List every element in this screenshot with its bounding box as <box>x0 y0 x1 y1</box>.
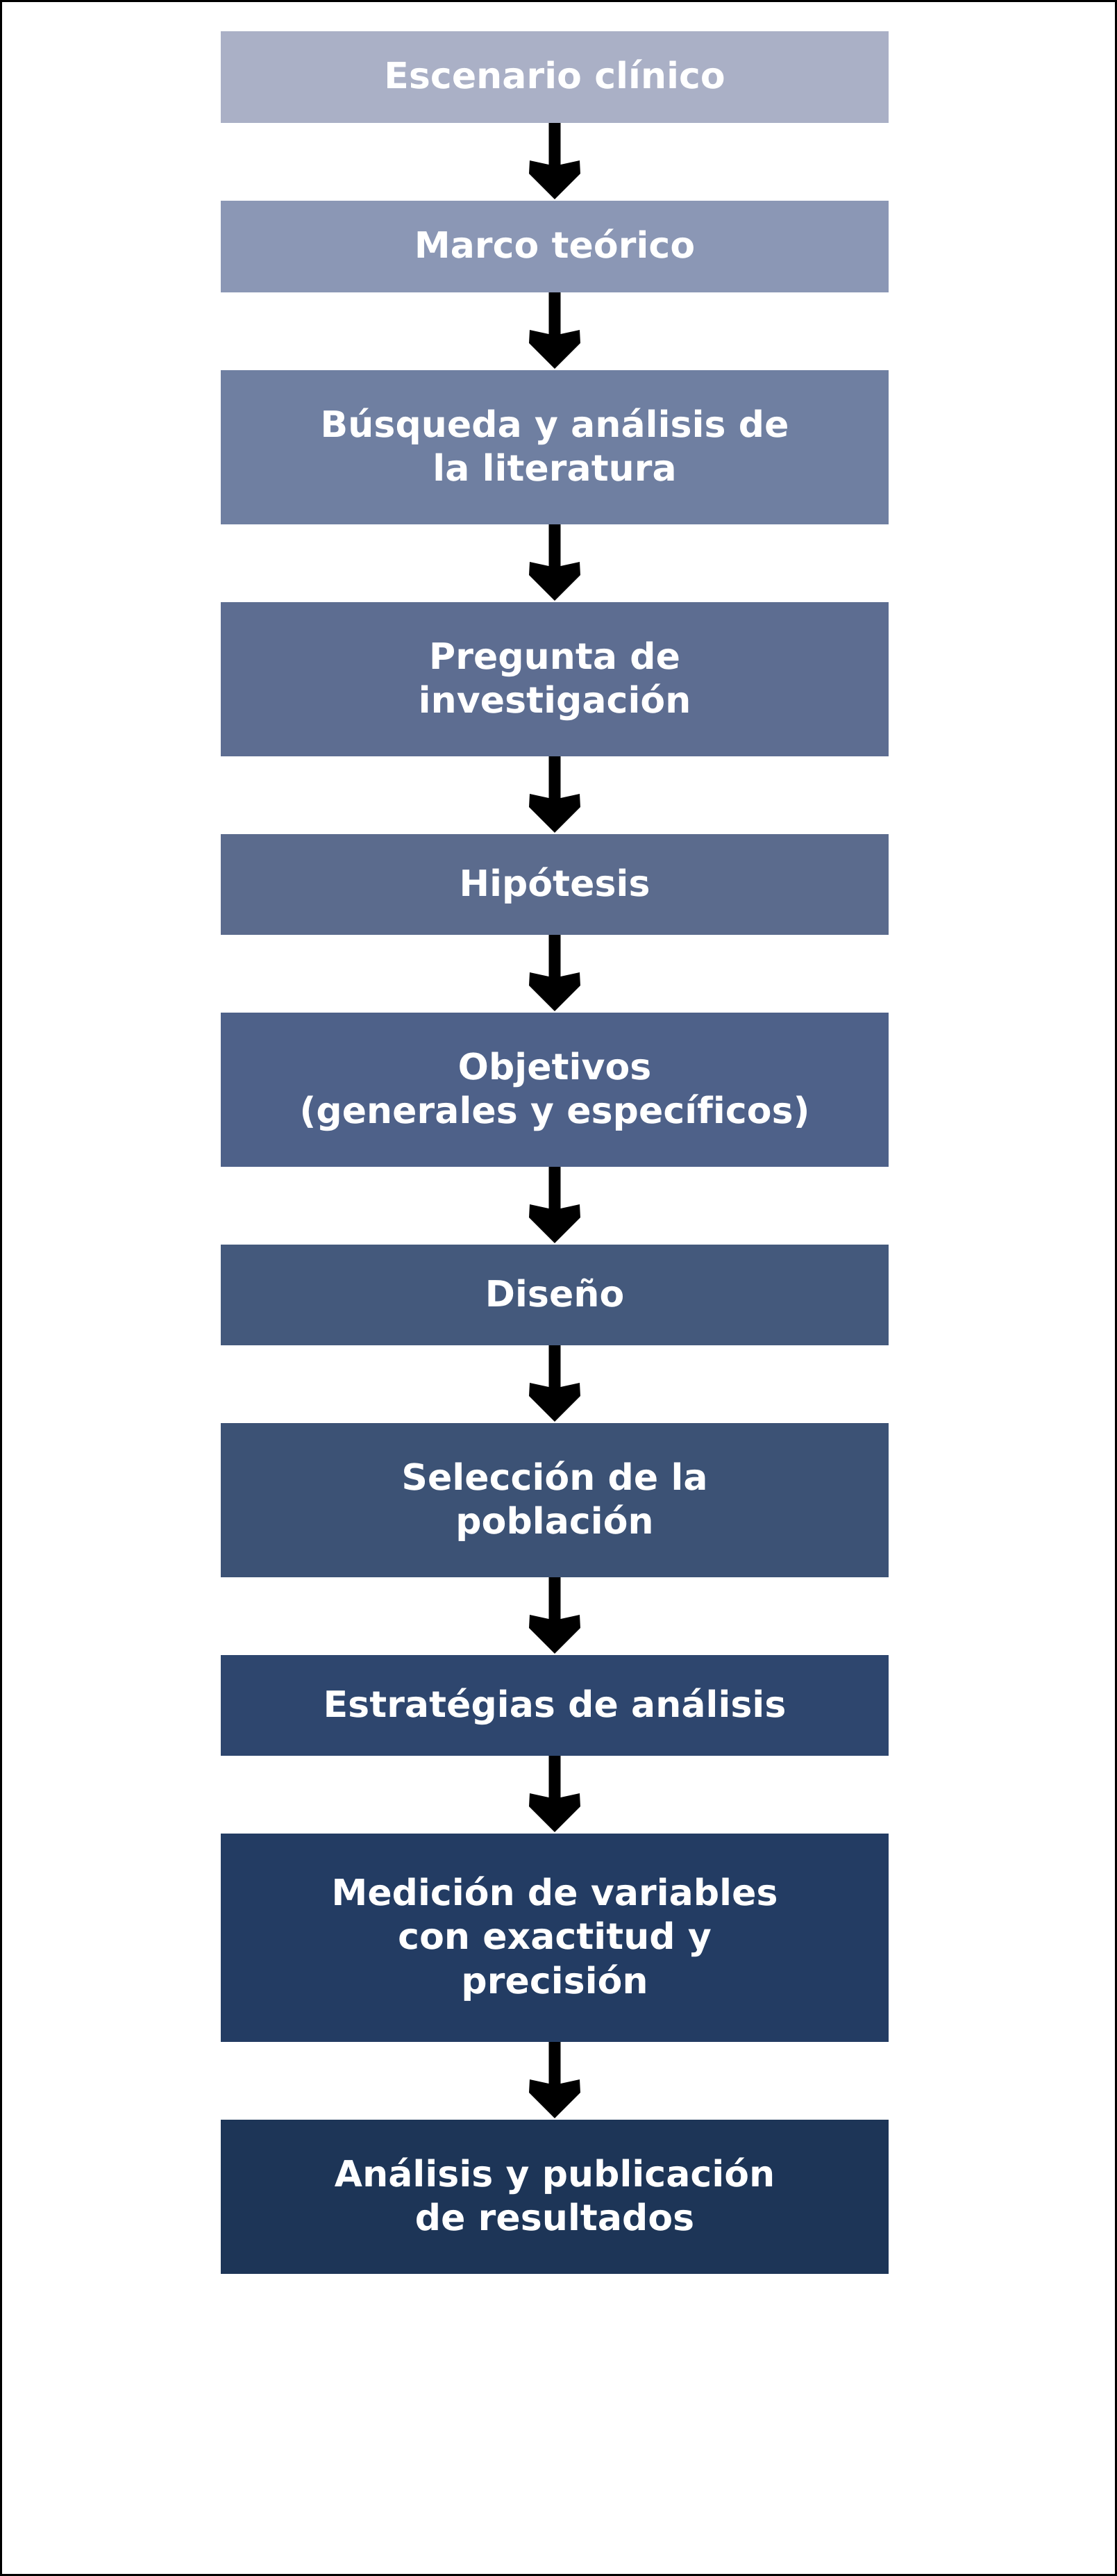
flow-box-6[interactable]: Objetivos (generales y específicos) <box>221 1013 889 1167</box>
flow-box-label: Escenario clínico <box>384 56 725 98</box>
arrow-glyph <box>529 1167 580 1243</box>
flow-box-label: Estratégias de análisis <box>323 1684 787 1726</box>
flow-box-label: Diseño <box>485 1273 625 1315</box>
flow-step: Medición de variables con exactitud y pr… <box>221 1834 889 2042</box>
arrow-glyph <box>529 524 580 601</box>
flow-box-label: Medición de variables con exactitud y pr… <box>331 1872 778 2002</box>
flow-step: Hipótesis <box>221 834 889 935</box>
flow-step: Búsqueda y análisis de la literatura <box>221 370 889 524</box>
flow-step: Escenario clínico <box>221 31 889 123</box>
arrow-glyph <box>529 756 580 833</box>
down-arrow-icon <box>529 1167 580 1243</box>
flow-box-label: Marco teórico <box>414 225 696 267</box>
down-arrow-icon <box>529 292 580 369</box>
flow-box-5[interactable]: Hipótesis <box>221 834 889 935</box>
down-arrow-icon <box>529 1756 580 1832</box>
flow-connector <box>221 1345 889 1423</box>
down-arrow-icon <box>529 1577 580 1654</box>
down-arrow-icon <box>529 2042 580 2118</box>
flow-box-label: Análisis y publicación de resultados <box>334 2153 775 2239</box>
flow-connector <box>221 292 889 370</box>
flow-step: Marco teórico <box>221 201 889 292</box>
flow-box-label: Pregunta de investigación <box>418 635 691 722</box>
down-arrow-icon <box>529 935 580 1011</box>
flow-step: Análisis y publicación de resultados <box>221 2120 889 2274</box>
flow-box-1[interactable]: Escenario clínico <box>221 31 889 123</box>
flow-connector <box>221 123 889 201</box>
flow-box-4[interactable]: Pregunta de investigación <box>221 602 889 756</box>
flow-step: Diseño <box>221 1245 889 1345</box>
flow-connector <box>221 1577 889 1655</box>
arrow-glyph <box>529 1345 580 1422</box>
flow-box-3[interactable]: Búsqueda y análisis de la literatura <box>221 370 889 524</box>
flow-step: Estratégias de análisis <box>221 1655 889 1756</box>
arrow-glyph <box>529 2042 580 2118</box>
arrow-glyph <box>529 123 580 199</box>
arrow-glyph <box>529 935 580 1011</box>
flow-box-8[interactable]: Selección de la población <box>221 1423 889 1577</box>
down-arrow-icon <box>529 1345 580 1422</box>
arrow-glyph <box>529 1756 580 1832</box>
flow-box-label: Selección de la población <box>401 1456 708 1543</box>
flow-connector <box>221 756 889 834</box>
down-arrow-icon <box>529 756 580 833</box>
flow-step: Pregunta de investigación <box>221 602 889 756</box>
flow-box-9[interactable]: Estratégias de análisis <box>221 1655 889 1756</box>
flow-box-2[interactable]: Marco teórico <box>221 201 889 292</box>
flow-connector <box>221 2042 889 2120</box>
flow-step: Selección de la población <box>221 1423 889 1577</box>
down-arrow-icon <box>529 524 580 601</box>
flow-connector <box>221 524 889 602</box>
arrow-glyph <box>529 1577 580 1654</box>
flow-box-11[interactable]: Análisis y publicación de resultados <box>221 2120 889 2274</box>
flow-connector <box>221 1167 889 1245</box>
flow-box-label: Objetivos (generales y específicos) <box>299 1046 810 1132</box>
flow-box-label: Búsqueda y análisis de la literatura <box>320 404 789 490</box>
arrow-glyph <box>529 292 580 369</box>
down-arrow-icon <box>529 123 580 199</box>
flow-step: Objetivos (generales y específicos) <box>221 1013 889 1167</box>
flow-box-label: Hipótesis <box>459 863 650 905</box>
flow-connector <box>221 1756 889 1834</box>
flow-box-7[interactable]: Diseño <box>221 1245 889 1345</box>
flow-box-10[interactable]: Medición de variables con exactitud y pr… <box>221 1834 889 2042</box>
flow-connector <box>221 935 889 1013</box>
